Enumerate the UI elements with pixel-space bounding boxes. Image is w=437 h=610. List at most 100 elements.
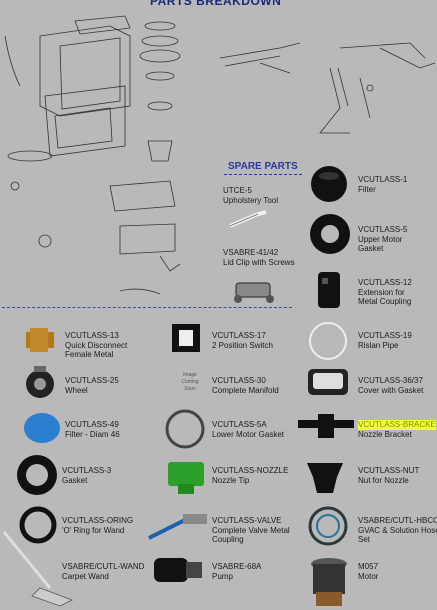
pump-drawing — [154, 558, 202, 582]
nut-icon — [303, 455, 347, 504]
part-vcutlass-5[interactable]: VCUTLASS-5 Upper Motor Gasket — [358, 225, 407, 254]
part-code: VCUTLASS-5 — [358, 225, 408, 234]
part-vcutlass-1[interactable]: VCUTLASS-1 Filter — [358, 175, 407, 194]
part-label: 2 Position Switch — [212, 340, 273, 350]
part-vcutlass-17[interactable]: VCUTLASS-17 2 Position Switch — [212, 331, 273, 350]
part-label: Filter — [358, 184, 376, 194]
part-code: VCUTLASS-30 — [212, 376, 266, 385]
part-label: Rislan Pipe — [358, 340, 399, 350]
part-vcutlass-oring[interactable]: VCUTLASS-ORING 'O' Ring for Wand — [62, 516, 133, 535]
part-code: VCUTLASS-49 — [65, 420, 119, 429]
machine-diagram-drawing — [4, 15, 181, 295]
hose-tool-icon — [228, 208, 268, 235]
coupling-drawing — [26, 328, 54, 352]
motor-icon — [308, 554, 350, 610]
valve-drawing — [148, 514, 207, 540]
part-label: Gasket — [62, 475, 88, 485]
part-label: Filter - Diam 46 — [65, 429, 120, 439]
part-code: VCUTLASS-VALVE — [212, 516, 282, 525]
part-vcutlass-12[interactable]: VCUTLASS-12 Extension for Metal Coupling — [358, 278, 412, 307]
part-code: VCUTLASS-13 — [65, 331, 119, 340]
part-label: Nozzle Tip — [212, 475, 250, 485]
part-label: Complete Valve Metal Coupling — [212, 525, 290, 545]
nozzle-tip-drawing — [168, 462, 204, 494]
switch-drawing — [172, 324, 200, 352]
oring-icon — [18, 505, 58, 550]
part-label: Nut for Nozzle — [358, 475, 409, 485]
part-code: UTCE-5 — [223, 186, 252, 195]
extension-drawing — [318, 272, 340, 308]
switch-icon — [170, 322, 202, 359]
part-label: Carpet Wand — [62, 571, 109, 581]
gasket-icon — [309, 213, 351, 260]
part-vsabre-cutl-wand[interactable]: VSABRE/CUTL-WAND Carpet Wand — [62, 562, 144, 581]
part-m057[interactable]: M057 Motor — [358, 562, 378, 581]
exploded-diagram — [0, 6, 220, 306]
nut-drawing — [307, 463, 343, 493]
part-vsabre-cutl-hbcomp[interactable]: VSABRE/CUTL-HBCOMP GVAC & Solution Hose … — [358, 516, 437, 545]
part-label: Lid Clip with Screws — [223, 257, 295, 267]
lower-gasket-drawing — [165, 409, 205, 449]
part-vcutlass-49[interactable]: VCUTLASS-49 Filter - Diam 46 — [65, 420, 120, 439]
part-label: Cover with Gasket — [358, 385, 424, 395]
part-label: Complete Manifold — [212, 385, 279, 395]
filter-icon — [309, 164, 349, 209]
part-label: Motor — [358, 571, 379, 581]
part-vcutlass-nut[interactable]: VCUTLASS-NUT Nut for Nozzle — [358, 466, 419, 485]
part-code: M057 — [358, 562, 379, 571]
hose-tool-drawing — [229, 210, 267, 228]
part-vcutlass-30[interactable]: VCUTLASS-30 Complete Manifold — [212, 376, 279, 395]
extension-icon — [310, 268, 348, 317]
part-code: VCUTLASS-5A — [212, 420, 267, 429]
part-vcutlass-nozzle[interactable]: VCUTLASS-NOZZLE Nozzle Tip — [212, 466, 288, 485]
part-vcutlass-bracket[interactable]: VCUTLASS-BRACKE Nozzle Bracket — [358, 420, 436, 439]
part-label: 'O' Ring for Wand — [62, 525, 125, 535]
part-label: GVAC & Solution Hose Set — [358, 525, 437, 545]
part-code: VCUTLASS-NUT — [358, 466, 420, 475]
part-code: VCUTLASS-BRACKE — [358, 420, 436, 430]
oring-drawing — [19, 506, 57, 544]
part-vcutlass-3[interactable]: VCUTLASS-3 Gasket — [62, 466, 111, 485]
wand-icon — [0, 528, 78, 610]
part-vcutlass-25[interactable]: VCUTLASS-25 Wheel — [65, 376, 119, 395]
part-label: Quick Disconnect Female Metal — [65, 340, 128, 360]
part-vcutlass-valve[interactable]: VCUTLASS-VALVE Complete Valve Metal Coup… — [212, 516, 290, 545]
part-code: VCUTLASS-25 — [65, 376, 119, 385]
lid-clip-icon — [230, 277, 278, 310]
wand-diagram — [210, 18, 437, 148]
part-vsabre-41-42[interactable]: VSABRE-41/42 Lid Clip with Screws — [223, 248, 295, 267]
cover-icon — [305, 365, 351, 404]
wand-diagram-drawing — [219, 42, 436, 134]
part-code: VSABRE/CUTL-WAND — [62, 562, 145, 571]
part-code: VCUTLASS-36/37 — [358, 376, 423, 385]
part-code: VCUTLASS-1 — [358, 175, 408, 184]
ring-icon — [162, 408, 208, 455]
pipe-drawing — [309, 322, 347, 360]
wheel-drawing — [26, 366, 54, 398]
coupling-icon — [22, 324, 58, 359]
part-vsabre-68a[interactable]: VSABRE-68A Pump — [212, 562, 261, 581]
bracket-icon — [296, 412, 356, 445]
upper-gasket-drawing — [310, 214, 350, 254]
bracket-drawing — [298, 414, 354, 438]
part-code: VCUTLASS-NOZZLE — [212, 466, 289, 475]
part-vcutlass-13[interactable]: VCUTLASS-13 Quick Disconnect Female Meta… — [65, 331, 127, 360]
pipe-icon — [305, 318, 351, 369]
part-vcutlass-19[interactable]: VCUTLASS-19 Rislan Pipe — [358, 331, 412, 350]
wheel-icon — [22, 364, 58, 405]
filter-drawing — [311, 166, 347, 202]
hose-drawing — [308, 506, 348, 546]
part-code: VCUTLASS-ORING — [62, 516, 134, 525]
part-code: VSABRE-41/42 — [223, 248, 279, 257]
page-title: PARTS BREAKDOWN — [150, 0, 282, 8]
pump-icon — [150, 550, 206, 595]
cover-drawing — [308, 369, 348, 395]
part-code: VCUTLASS-3 — [62, 466, 112, 475]
part-vcutlass-36-37[interactable]: VCUTLASS-36/37 Cover with Gasket — [358, 376, 423, 395]
part-label: Upholstery Tool — [223, 195, 278, 205]
part-code: VCUTLASS-19 — [358, 331, 412, 340]
part-vcutlass-5a[interactable]: VCUTLASS-5A Lower Motor Gasket — [212, 420, 284, 439]
part-utce-5[interactable]: UTCE-5 Upholstery Tool — [223, 186, 278, 205]
hose-icon — [304, 504, 352, 553]
lid-clip-drawing — [234, 282, 274, 303]
